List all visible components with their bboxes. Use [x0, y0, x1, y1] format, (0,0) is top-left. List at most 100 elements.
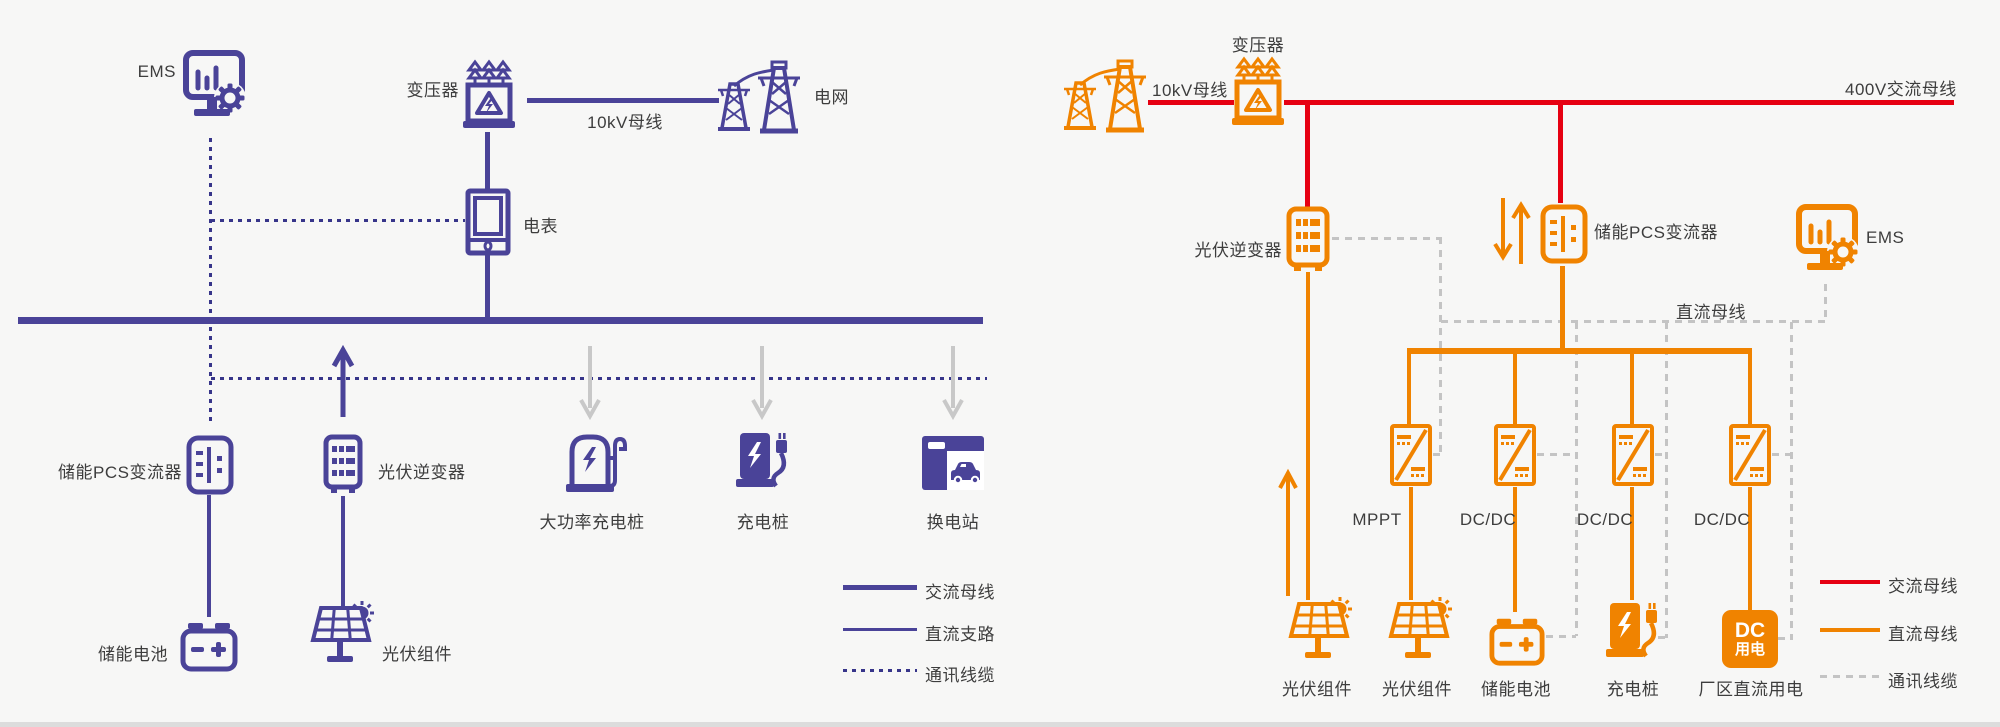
legend-ac-line	[843, 585, 917, 590]
left-comm-horizontal-bus	[211, 377, 987, 380]
pv-module-icon	[1288, 597, 1352, 658]
left-ac-main-bus	[18, 317, 983, 324]
dc-load-line2: 用电	[1734, 641, 1765, 659]
dc-load-label: 厂区直流用电	[1698, 680, 1804, 699]
legend-comm-line	[1820, 675, 1880, 678]
dcbus-drop-2	[1513, 354, 1517, 424]
legend-comm-label: 通讯线缆	[925, 666, 995, 685]
pcs-updown-arrows	[1493, 198, 1531, 264]
pv-up-arrow	[331, 344, 355, 417]
ems-icon	[1796, 204, 1859, 270]
mppt-to-pv2-line	[1409, 487, 1413, 600]
left-10kv-bus-line	[527, 98, 719, 103]
dc-load-line1: DC	[1734, 619, 1766, 643]
charger-label: 充电桩	[1606, 680, 1660, 699]
right-comm-dcdc4-stub	[1772, 453, 1792, 456]
pv1-up-arrow	[1278, 468, 1298, 596]
right-comm-vertical-1	[1439, 237, 1442, 455]
legend-comm-label: 通讯线缆	[1888, 672, 1958, 691]
right-comm-charger-stub	[1658, 636, 1668, 639]
right-comm-dcdc2-stub	[1537, 453, 1577, 456]
pcs-label: 储能PCS变流器	[1594, 223, 1718, 242]
mppt-converter-icon	[1390, 424, 1432, 486]
load-down-arrow	[751, 346, 773, 421]
transformer-icon	[463, 59, 515, 128]
grid-towers-icon	[718, 60, 800, 134]
right-drop-to-inverter	[1305, 104, 1310, 208]
battery-label: 储能电池	[1481, 680, 1551, 699]
legend-dc-line	[1820, 628, 1880, 632]
right-400v-bus	[1284, 100, 1954, 105]
left-transformer-to-meter-line	[485, 132, 490, 190]
legend-dc-label: 直流支路	[925, 625, 995, 644]
ems-label: EMS	[137, 62, 176, 81]
pv-inverter-label: 光伏逆变器	[378, 463, 466, 482]
swap-station-label: 换电站	[926, 513, 980, 532]
pv-inverter-icon	[323, 434, 363, 493]
charger-icon	[1606, 603, 1657, 658]
bus-10kv-label: 10kV母线	[587, 113, 663, 132]
legend-comm-line	[843, 669, 917, 672]
transformer-icon	[1232, 56, 1284, 125]
right-comm-vertical-4	[1790, 322, 1793, 640]
right-comm-inverter-stub	[1332, 237, 1440, 240]
dc-bus-label: 直流母线	[1676, 303, 1746, 322]
pv-module-label: 光伏组件	[1382, 680, 1452, 699]
legend-ac-label: 交流母线	[1888, 577, 1958, 596]
dcdc-label: DC/DC	[1576, 510, 1634, 529]
right-comm-dcdc3-stub	[1655, 453, 1667, 456]
right-dc-bus	[1407, 348, 1752, 354]
pcs-label: 储能PCS变流器	[58, 463, 182, 482]
pcs-icon	[186, 435, 234, 495]
right-comm-ems-drop	[1824, 284, 1827, 322]
legend-ac-label: 交流母线	[925, 583, 995, 602]
grid-label: 电网	[814, 88, 849, 107]
dcdc-label: DC/DC	[1459, 510, 1517, 529]
right-comm-vertical-2	[1575, 322, 1578, 636]
bus-10kv-label: 10kV母线	[1152, 81, 1228, 100]
right-pcs-to-dcbus-line	[1560, 266, 1565, 350]
meter-icon	[465, 188, 511, 256]
dcdc-converter-icon	[1729, 424, 1771, 486]
right-comm-battery-stub	[1546, 635, 1576, 638]
meter-label: 电表	[523, 217, 558, 236]
ems-icon	[183, 50, 246, 116]
dcdc2-to-battery-line	[1513, 487, 1517, 612]
left-comm-ems-to-meter	[211, 219, 465, 222]
dcbus-drop-3	[1630, 354, 1634, 424]
charger-label: 充电桩	[736, 513, 790, 532]
hp-charger-label: 大功率充电桩	[539, 513, 645, 532]
left-inverter-to-pv-line	[341, 496, 345, 608]
dcdc-converter-icon	[1612, 424, 1654, 486]
bus-400v-label: 400V交流母线	[1845, 80, 1957, 99]
dc-load-box: DC 用电	[1722, 610, 1778, 668]
bottom-edge-strip	[0, 722, 2000, 727]
right-comm-vertical-3	[1665, 322, 1668, 638]
right-comm-dcload-stub	[1778, 637, 1792, 640]
battery-icon	[1489, 618, 1545, 666]
swap-station-icon	[922, 436, 984, 490]
mppt-label: MPPT	[1352, 510, 1402, 529]
load-down-arrow	[942, 346, 964, 421]
dcbus-drop-4	[1748, 352, 1752, 424]
pv-module-label: 光伏组件	[1282, 680, 1352, 699]
ems-label: EMS	[1866, 228, 1905, 247]
right-drop-to-pcs	[1558, 104, 1563, 203]
dcdc-label: DC/DC	[1693, 510, 1751, 529]
pv-inverter-label: 光伏逆变器	[1194, 241, 1282, 260]
pv-module-icon	[310, 601, 374, 662]
transformer-label: 变压器	[406, 81, 459, 100]
right-inverter-to-pv1-line	[1306, 272, 1310, 600]
right-comm-main-horizontal	[1441, 320, 1827, 323]
battery-label: 储能电池	[98, 645, 168, 664]
dcdc4-to-dcload-line	[1748, 487, 1752, 612]
charger-icon	[736, 433, 787, 488]
right-10kv-line	[1148, 100, 1234, 105]
left-comm-vertical-ems	[209, 138, 212, 425]
transformer-label: 变压器	[1231, 36, 1285, 55]
legend-dc-line	[843, 628, 917, 631]
right-comm-mppt-stub	[1433, 453, 1441, 456]
grid-towers-icon	[1064, 59, 1146, 133]
battery-icon	[180, 623, 238, 672]
